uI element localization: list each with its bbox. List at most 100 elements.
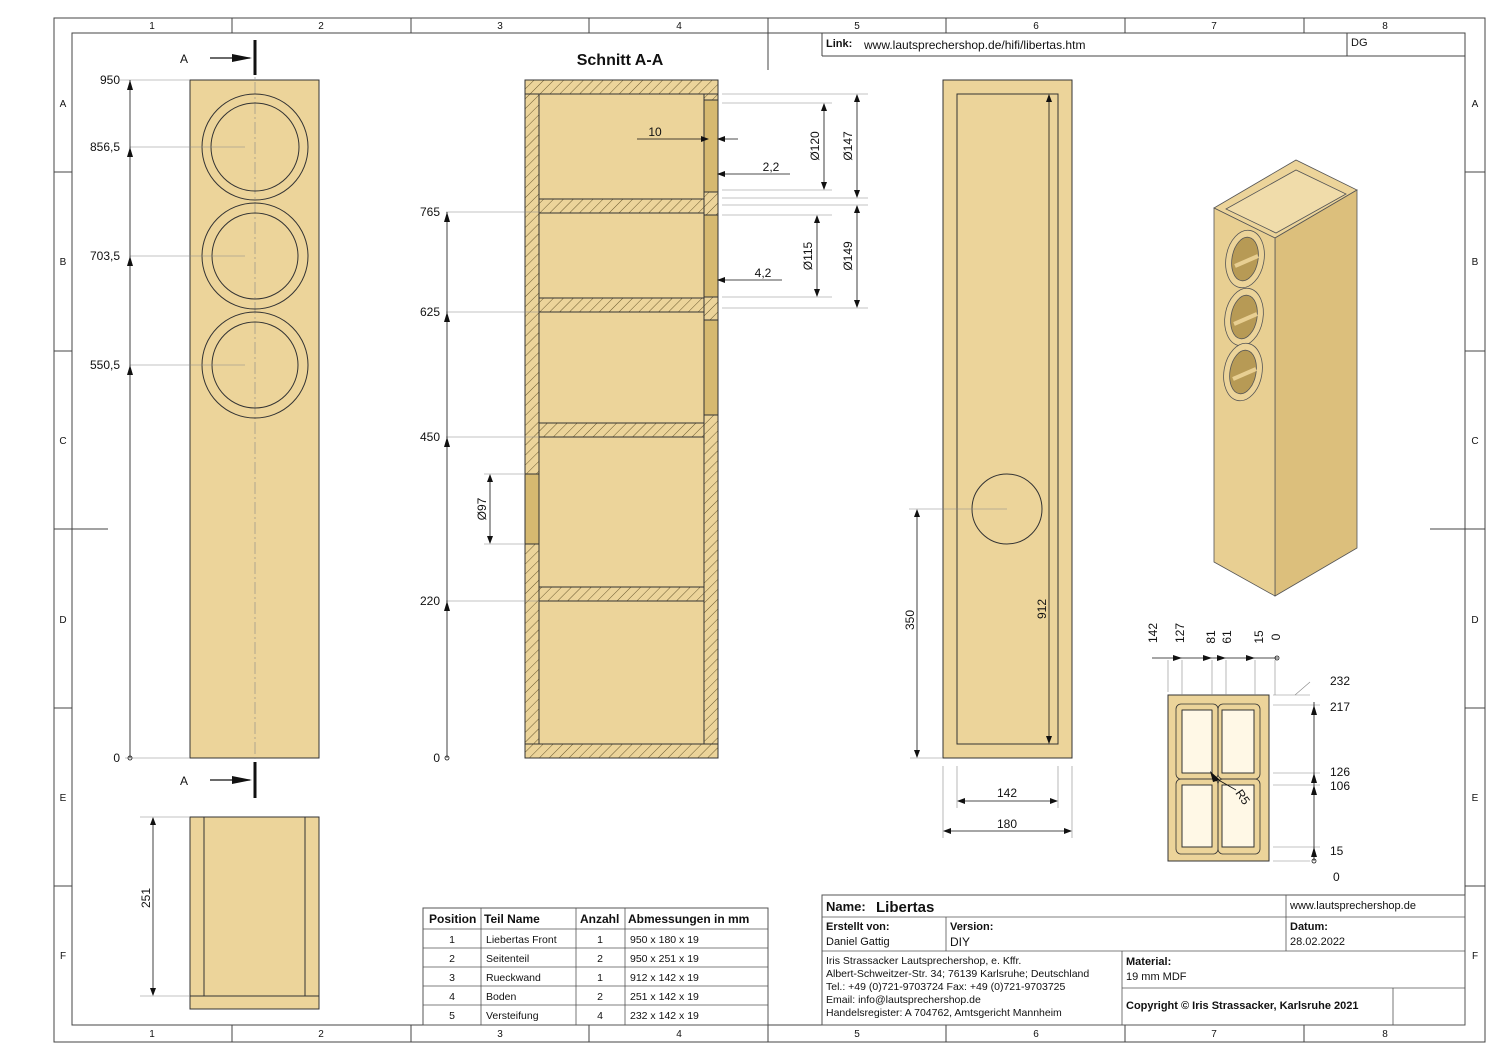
height-765: 765 bbox=[420, 205, 440, 219]
table-cell: Rueckwand bbox=[486, 972, 541, 984]
company-line: Tel.: +49 (0)721-9703724 Fax: +49 (0)721… bbox=[826, 981, 1065, 993]
material-value: 19 mm MDF bbox=[1126, 971, 1187, 983]
dim-port-height: 350 bbox=[903, 610, 917, 630]
version-value: DIY bbox=[950, 935, 970, 949]
table-header: Teil Name bbox=[484, 912, 540, 926]
port-diameter: Ø97 bbox=[475, 497, 489, 520]
company-line: Handelsregister: A 704762, Amtsgericht M… bbox=[826, 1007, 1062, 1019]
material-label: Material: bbox=[1126, 956, 1171, 968]
dim-recess-2-2: 2,2 bbox=[763, 160, 780, 174]
top-dim-0: 0 bbox=[1269, 633, 1283, 640]
name-label: Name: bbox=[826, 899, 866, 914]
col-label: 2 bbox=[318, 21, 324, 32]
link-url[interactable]: www.lautsprechershop.de/hifi/libertas.ht… bbox=[863, 38, 1085, 52]
table-cell: 1 bbox=[597, 972, 603, 984]
created-value: Daniel Gattig bbox=[826, 936, 890, 948]
dim-outer-width: 180 bbox=[997, 817, 1017, 831]
side-dim-232: 232 bbox=[1330, 674, 1350, 688]
grid-ticks bbox=[54, 18, 1485, 1042]
title-block: Name: Libertas www.lautsprechershop.de E… bbox=[821, 894, 1466, 1026]
section-marker-bottom: A bbox=[180, 774, 188, 788]
date-value: 28.02.2022 bbox=[1290, 936, 1345, 948]
col-label: 4 bbox=[676, 1029, 682, 1040]
link-label: Link: bbox=[826, 38, 852, 50]
dim-550-5: 550,5 bbox=[90, 358, 120, 372]
side-dim-126: 126 bbox=[1330, 765, 1350, 779]
table-cell: Liebertas Front bbox=[486, 934, 557, 946]
table-header: Abmessungen in mm bbox=[628, 912, 749, 926]
table-cell: Versteifung bbox=[486, 1010, 539, 1022]
side-dim-15: 15 bbox=[1330, 844, 1344, 858]
row-label: F bbox=[60, 951, 66, 962]
col-label: 2 bbox=[318, 1029, 324, 1040]
rear-view: 350 912 142 180 bbox=[903, 79, 1073, 838]
top-section-view: 142 127 81 61 15 0 232 217 126 106 15 0 … bbox=[1146, 623, 1350, 884]
dim-950: 950 bbox=[100, 73, 120, 87]
height-220: 220 bbox=[420, 594, 440, 608]
version-label: Version: bbox=[950, 921, 993, 933]
table-cell: 251 x 142 x 19 bbox=[630, 991, 699, 1003]
row-label: D bbox=[1471, 615, 1478, 626]
col-label: 8 bbox=[1382, 1029, 1388, 1040]
section-marker-top: A bbox=[180, 52, 188, 66]
grid-labels: 1 2 3 4 5 6 7 8 1 2 3 4 5 6 7 8 A B C D … bbox=[59, 21, 1478, 1040]
dim-inner-height: 912 bbox=[1035, 599, 1049, 619]
dim-offset-10: 10 bbox=[648, 125, 662, 139]
col-label: 4 bbox=[676, 21, 682, 32]
table-cell: 5 bbox=[449, 1010, 455, 1022]
dim-inner-width: 142 bbox=[997, 786, 1017, 800]
table-header: Position bbox=[429, 912, 476, 926]
col-label: 7 bbox=[1211, 21, 1217, 32]
table-cell: 3 bbox=[449, 972, 455, 984]
table-cell: 4 bbox=[449, 991, 455, 1003]
author-code: DG bbox=[1351, 37, 1368, 49]
row-label: C bbox=[59, 436, 66, 447]
table-cell: 2 bbox=[597, 991, 603, 1003]
dim-d115: Ø115 bbox=[801, 241, 815, 270]
dim-0: 0 bbox=[113, 751, 120, 765]
row-label: E bbox=[1472, 793, 1479, 804]
side-dim-217: 217 bbox=[1330, 700, 1350, 714]
company-line: Email: info@lautsprechershop.de bbox=[826, 994, 981, 1006]
top-dim-15: 15 bbox=[1252, 630, 1266, 644]
front-view: 950 856,5 703,5 550,5 0 A A bbox=[90, 40, 320, 798]
col-label: 6 bbox=[1033, 1029, 1039, 1040]
side-dim-106: 106 bbox=[1330, 779, 1350, 793]
col-label: 3 bbox=[497, 1029, 503, 1040]
dim-d149: Ø149 bbox=[841, 241, 855, 271]
row-label: A bbox=[60, 99, 67, 110]
section-view: Schnitt A-A Ø97 765 625 450 220 bbox=[420, 52, 868, 765]
table-header: Anzahl bbox=[580, 912, 619, 926]
top-dim-127: 127 bbox=[1173, 623, 1187, 643]
table-cell: 4 bbox=[597, 1010, 603, 1022]
row-label: D bbox=[59, 615, 66, 626]
table-cell: 1 bbox=[597, 934, 603, 946]
side-dim-0: 0 bbox=[1333, 870, 1340, 884]
dim-recess-4-2: 4,2 bbox=[755, 266, 772, 280]
dim-251: 251 bbox=[139, 888, 153, 908]
table-cell: Boden bbox=[486, 991, 517, 1003]
col-label: 3 bbox=[497, 21, 503, 32]
copyright: Copyright © Iris Strassacker, Karlsruhe … bbox=[1126, 1000, 1359, 1012]
dim-d147: Ø147 bbox=[841, 131, 855, 161]
height-0: 0 bbox=[433, 751, 440, 765]
col-label: 6 bbox=[1033, 21, 1039, 32]
table-cell: 2 bbox=[597, 953, 603, 965]
table-cell: 2 bbox=[449, 953, 455, 965]
col-label: 5 bbox=[854, 21, 860, 32]
row-label: B bbox=[60, 257, 67, 268]
website: www.lautsprechershop.de bbox=[1289, 900, 1416, 912]
row-label: E bbox=[60, 793, 67, 804]
top-dim-61: 61 bbox=[1220, 630, 1234, 644]
col-label: 1 bbox=[149, 1029, 155, 1040]
company-line: Iris Strassacker Lautsprechershop, e. Kf… bbox=[826, 955, 1021, 967]
dim-856-5: 856,5 bbox=[90, 140, 120, 154]
bottom-view: 251 bbox=[139, 816, 320, 1010]
row-label: C bbox=[1471, 436, 1478, 447]
created-label: Erstellt von: bbox=[826, 921, 890, 933]
table-cell: 950 x 251 x 19 bbox=[630, 953, 699, 965]
col-label: 7 bbox=[1211, 1029, 1217, 1040]
col-label: 8 bbox=[1382, 21, 1388, 32]
col-label: 5 bbox=[854, 1029, 860, 1040]
